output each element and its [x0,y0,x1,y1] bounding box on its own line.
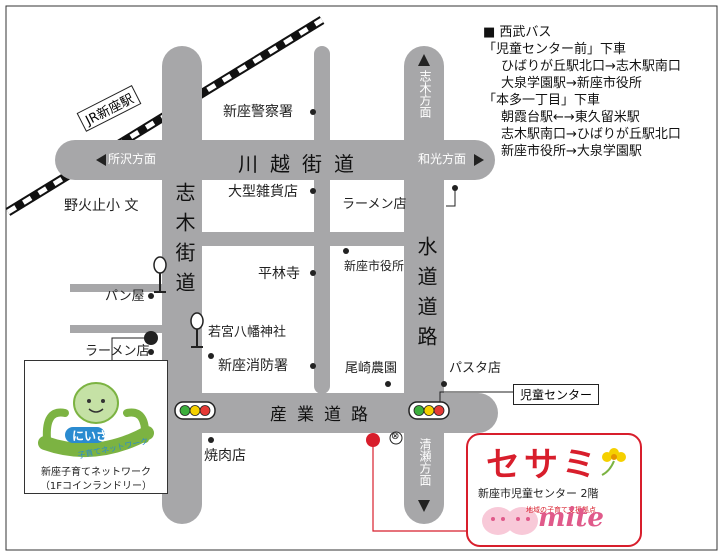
road-label-suido: 水道道路 [414,236,438,356]
dot-firest [310,363,316,369]
label-children-center: 児童センター [513,384,600,405]
setmi-location-dot [366,433,380,447]
network-location-dot [144,331,158,345]
dot-ramen-w [148,349,154,355]
dot-store [310,188,316,194]
direction-arrows [96,54,484,512]
bus-stop-signs [153,256,204,348]
dot-fire [208,353,214,359]
network-caption-1: 新座子育てネットワーク [41,467,151,478]
legend-stop-2: 「本多一丁目」下車 [483,93,601,108]
label-police-station: 新座警察署 [223,104,293,120]
bus-stop-icon [153,256,167,274]
network-logo-main: にいざ [72,429,109,443]
light-yellow-icon [189,405,201,416]
mite-logo-icon [482,507,538,535]
leader-network [111,337,150,361]
legend-route-2c: 新座市役所→大泉学園駅 [501,144,642,159]
direction-shiki: 志木方面 [418,70,432,118]
label-hachiman-shrine: 若宮八幡神社 [208,325,287,340]
map-frame [5,5,718,551]
legend-route-1a: ひばりが丘駅北口→志木駅南口 [501,59,681,74]
network-logo-icon [38,382,154,458]
leader-children-center [439,391,515,402]
light-green-icon [179,405,191,416]
leader-setmi [372,440,468,532]
dot-heirinji [310,270,316,276]
traffic-light-east [408,401,450,420]
network-caption-2: （1Fコインランドリー） [39,481,153,492]
label-heirinji: 平林寺 [258,266,300,282]
arrow-up-icon [418,54,430,66]
dot-ozaki [385,381,391,387]
dot-bakery [148,293,154,299]
leader-ramen-east [446,188,456,207]
label-store: 大型雑貨店 [228,184,298,200]
label-ramen-east: ラーメン店 [342,197,407,212]
legend-route-1b: 大泉学園駅→新座市役所 [501,76,642,91]
label-ramen-west: ラーメン店 [85,344,150,359]
label-nobidome-school: 野火止小 文 [64,198,139,214]
label-fire-station: 新座消防署 [218,358,288,374]
light-red-icon [433,405,445,416]
direction-wako: 和光方面 [418,152,467,166]
flower-icon [601,448,626,476]
dot-cityhall [343,248,349,254]
light-yellow-icon [423,405,435,416]
label-city-hall: 新座市役所 [344,259,405,273]
bus-legend: ■ 西武バス 「児童センター前」下車 ひばりが丘駅北口→志木駅南口 大泉学園駅→… [483,24,681,160]
arrow-down-icon [418,500,430,512]
label-pasta: パスタ店 [449,361,502,376]
dot-pasta [441,381,447,387]
label-police-box: ⊗ [391,431,400,442]
dot-yakiniku [208,437,214,443]
road-cross [200,232,406,246]
place-dots [148,109,458,443]
road-label-shiki: 志木街道 [172,182,196,302]
road-west-1 [70,284,164,292]
legend-title: ■ 西武バス [483,25,552,40]
road-label-kawagoe: 川越街道 [238,152,366,176]
setmi-subtitle: 新座市児童センター 2階 [478,487,599,500]
legend-route-2a: 朝霞台駅←→東久留米駅 [501,110,640,125]
legend-route-2b: 志木駅南口→ひばりが丘駅北口 [501,127,681,142]
police-box-icon [389,431,403,445]
arrow-right-icon [474,154,484,166]
label-ozaki-farm: 尾崎農園 [345,361,398,376]
light-green-icon [413,405,425,416]
light-red-icon [199,405,211,416]
direction-kiyose: 清瀬方面 [418,438,432,486]
dot-police [310,109,316,115]
road-middle [314,46,330,394]
setmi-info-box: セサミ 新座市児童センター 2階 地域の子育て支援拠点 mite [466,433,642,547]
direction-tokorozawa: 所沢方面 [108,152,157,166]
label-bakery: パン屋 [105,289,145,304]
bus-stop-icon [190,312,204,330]
setmi-title: セサミ [486,445,600,485]
road-label-sangyo: 産業道路 [270,405,378,425]
road-west-2 [70,325,164,333]
legend-stop-1: 「児童センター前」下車 [483,42,627,57]
arrow-left-icon [96,154,106,166]
network-info-box: にいざ 子育てネットワーク 新座子育てネットワーク （1Fコインランドリー） [24,360,168,494]
mite-logo-name: mite [538,503,604,533]
traffic-light-west [174,401,216,420]
label-yakiniku: 焼肉店 [204,448,246,464]
mite-logo-tagline: 地域の子育て支援拠点 [526,506,596,514]
